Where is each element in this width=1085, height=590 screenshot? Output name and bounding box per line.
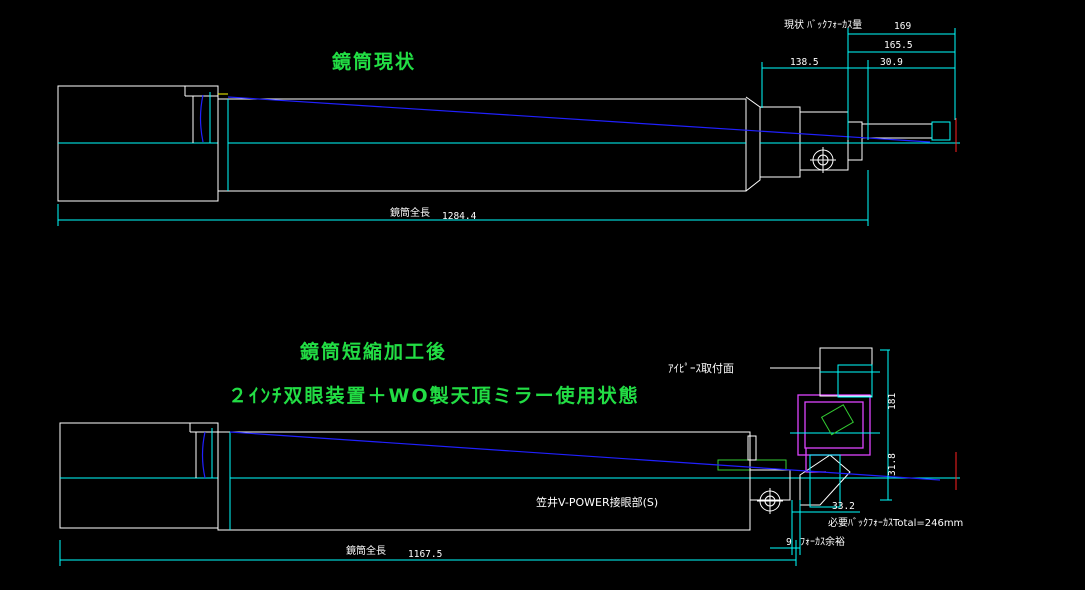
dim-165: 165.5	[884, 40, 913, 51]
top-total-value: 1284.4	[442, 211, 477, 222]
focus-margin-num: 9	[786, 537, 792, 548]
title-shortened: 鏡筒短縮加工後	[300, 340, 447, 363]
focus-margin-label: ﾌｫｰｶｽ余裕	[800, 535, 845, 548]
dim-31: 31.8	[887, 453, 898, 476]
back-focus-value: 169	[894, 21, 911, 32]
title-configuration: ２ｲﾝﾁ双眼装置＋WO製天頂ミラー使用状態	[228, 384, 640, 407]
current-tube-drawing: 鏡筒現状 鏡筒全長 1284.4	[57, 18, 960, 226]
bottom-total-value: 1167.5	[408, 549, 442, 560]
dim-181: 181	[887, 393, 898, 410]
adapter-label: 笠井V-POWER接眼部(S)	[536, 495, 658, 509]
top-total-label: 鏡筒全長	[390, 206, 430, 219]
eyepiece-mount-label: ｱｲﾋﾟｰｽ取付面	[668, 362, 734, 375]
shortened-tube-drawing: 鏡筒短縮加工後 ２ｲﾝﾁ双眼装置＋WO製天頂ミラー使用状態	[59, 340, 963, 566]
bottom-total-label: 鏡筒全長	[346, 544, 386, 557]
main-tube	[217, 98, 747, 192]
required-back-focus: 必要ﾊﾞｯｸﾌｫｰｶｽTotal=246mm	[828, 516, 963, 529]
title-current: 鏡筒現状	[332, 50, 416, 73]
back-focus-label: 現状 ﾊﾞｯｸﾌｫｰｶｽ量	[784, 18, 862, 31]
dim-138: 138.5	[790, 57, 819, 68]
dim-33: 33.2	[832, 501, 855, 512]
dim-30: 30.9	[880, 57, 903, 68]
